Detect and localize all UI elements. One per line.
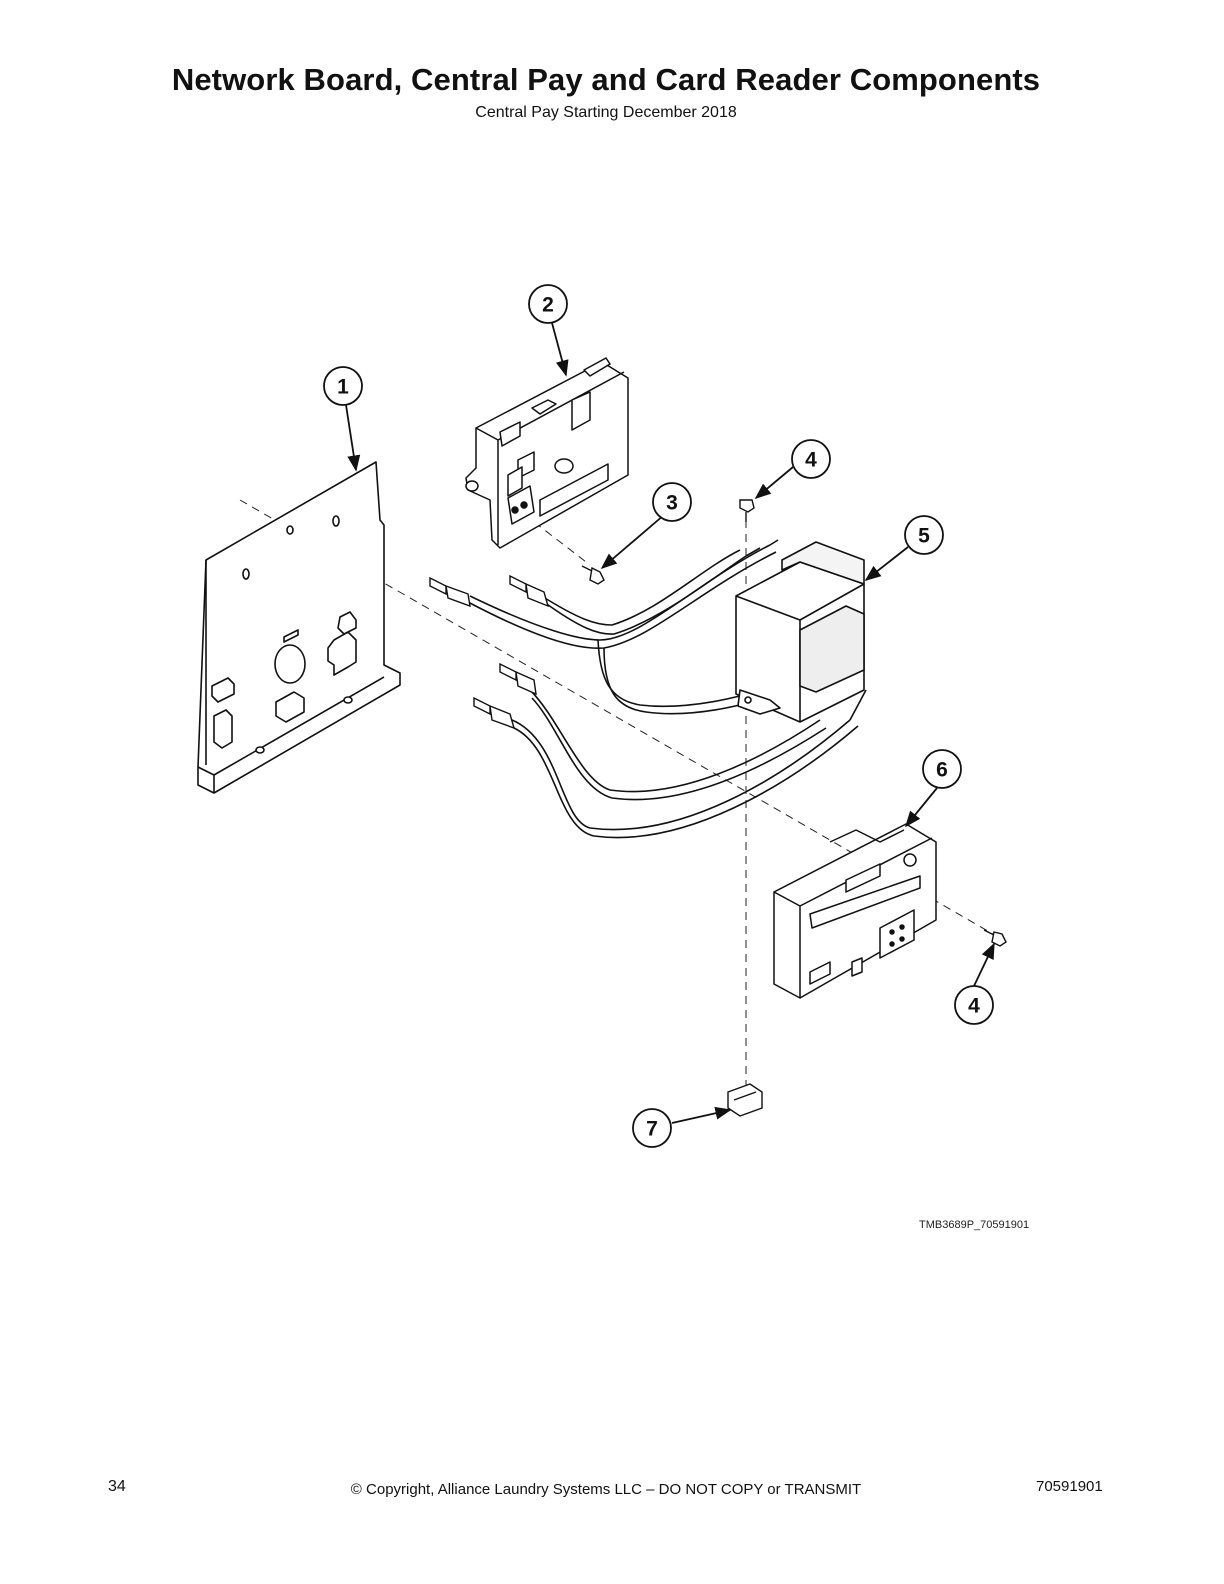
callout-7: 7	[632, 1108, 672, 1148]
page-subtitle: Central Pay Starting December 2018	[475, 104, 737, 121]
callout-6: 6	[922, 749, 962, 789]
callout-5: 5	[904, 515, 944, 555]
screw-4-lower	[983, 929, 1007, 947]
drawing-number: TMB3689P_70591901	[919, 1219, 1030, 1231]
callout-label: 3	[666, 492, 678, 515]
card-reader-board	[773, 823, 937, 999]
callout-label: 2	[542, 294, 554, 317]
callout-4-upper: 4	[791, 439, 831, 479]
callout-2: 2	[528, 284, 568, 324]
bracket-plate	[197, 461, 401, 794]
harness-connectors	[429, 574, 550, 730]
callout-label: 6	[936, 759, 948, 782]
screw-4-upper	[739, 499, 755, 522]
callout-1: 1	[323, 366, 363, 406]
callout-label: 4	[968, 995, 980, 1018]
network-board	[465, 357, 629, 549]
document-number: 70591901	[1036, 1478, 1103, 1495]
callout-label: 1	[337, 376, 349, 399]
transformer	[735, 541, 865, 723]
screw-3	[581, 565, 605, 585]
leader-arrows	[345, 322, 995, 1124]
callout-label: 5	[918, 525, 930, 548]
callout-4-lower: 4	[954, 985, 994, 1025]
copyright-notice: © Copyright, Alliance Laundry Systems LL…	[350, 1481, 862, 1498]
page-title: Network Board, Central Pay and Card Read…	[171, 62, 1041, 97]
clip-nut	[727, 1083, 763, 1117]
page-number: 34	[108, 1478, 126, 1495]
callout-3: 3	[652, 482, 692, 522]
callout-label: 7	[646, 1118, 658, 1141]
callout-label: 4	[805, 449, 817, 472]
